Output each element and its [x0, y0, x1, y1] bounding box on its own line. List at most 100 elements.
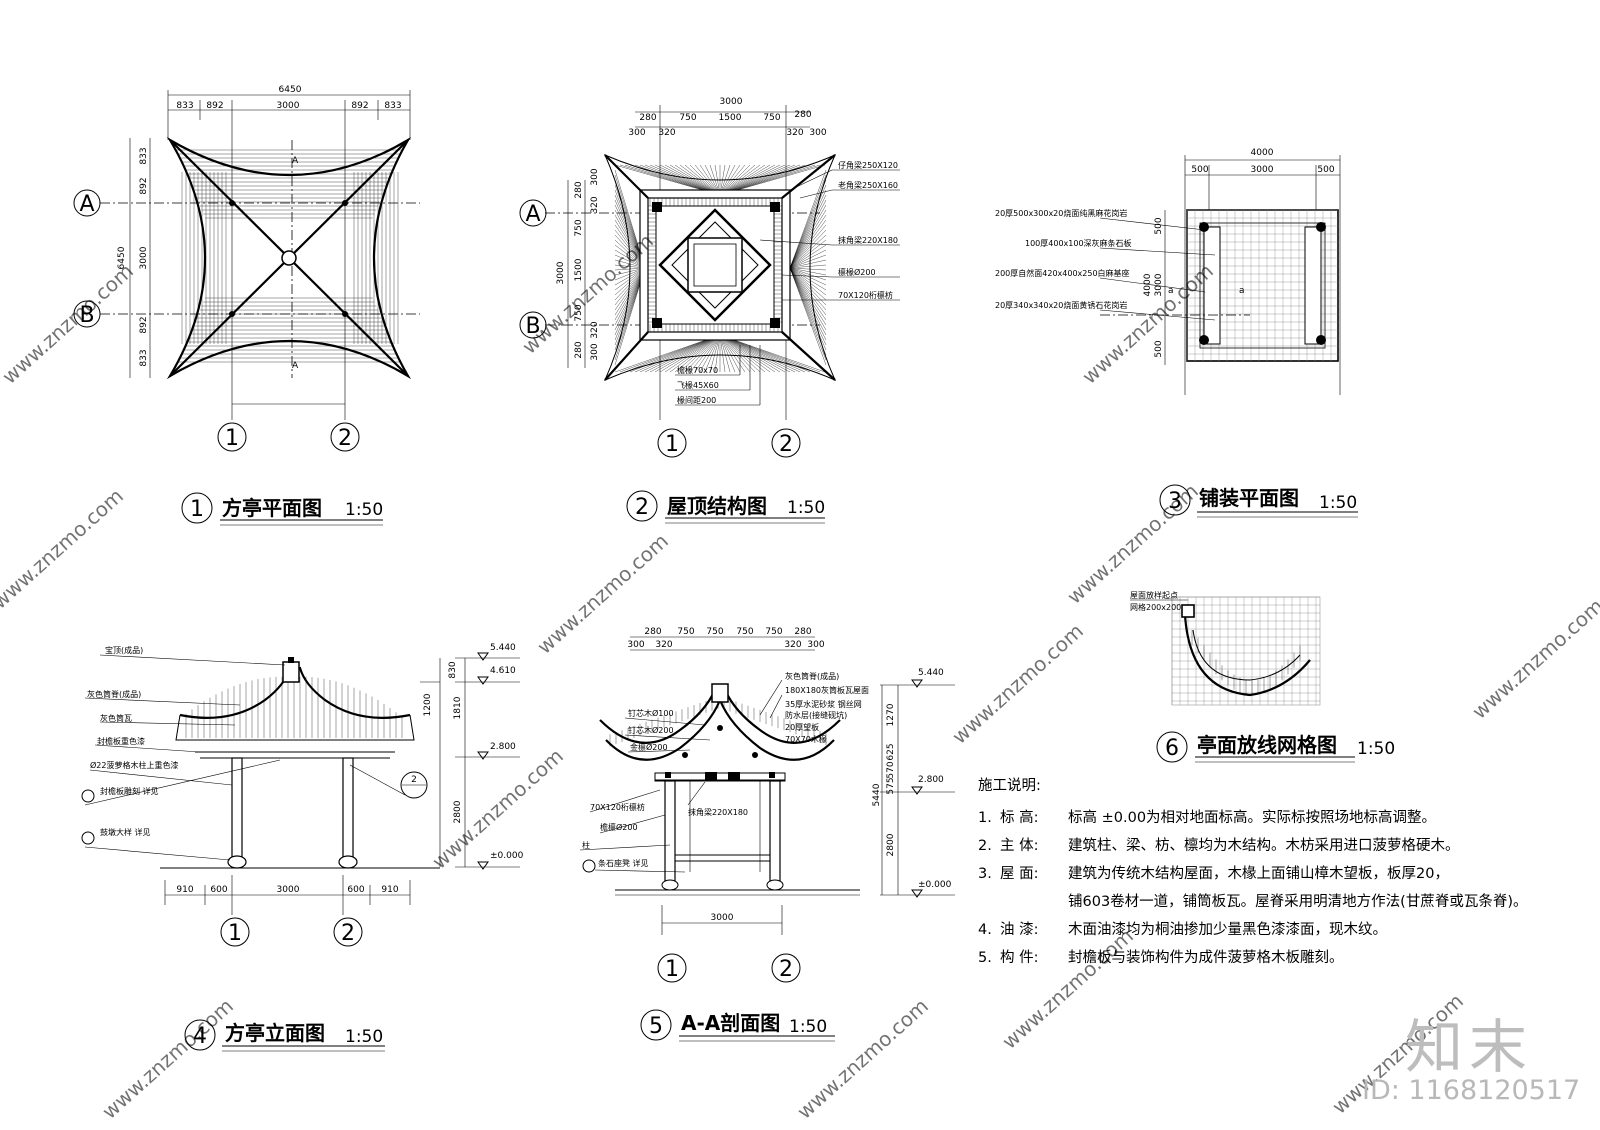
- caption-title: 方亭立面图: [225, 1021, 325, 1045]
- watermark-text: www.znzmo.com: [0, 484, 128, 614]
- svg-text:标 高:: 标 高:: [1000, 809, 1039, 826]
- svg-text:2: 2: [779, 432, 793, 457]
- section-mark: A: [292, 361, 299, 371]
- callout-label: 封檐板雕刻 详见: [100, 786, 159, 796]
- dim-text: 750: [574, 304, 584, 321]
- caption-number: 3: [1168, 489, 1182, 514]
- dim-text: 300: [627, 640, 644, 650]
- svg-text:2: 2: [338, 426, 352, 451]
- dim-text: 833: [384, 101, 401, 111]
- axis-bubble-b: B: [519, 311, 547, 339]
- svg-text:建筑柱、梁、枋、檩均为木结构。木枋采用进口菠萝格硬木。: 建筑柱、梁、枋、檩均为木结构。木枋采用进口菠萝格硬木。: [1068, 836, 1460, 854]
- dim-text: 892: [351, 101, 368, 111]
- dim-text: 575: [886, 777, 896, 794]
- dim-text: 4000: [1251, 148, 1274, 158]
- svg-text:铺603卷材一道，铺筒板瓦。屋脊采用明清地方作法(甘蔗脊或瓦: 铺603卷材一道，铺筒板瓦。屋脊采用明清地方作法(甘蔗脊或瓦条脊)。: [1068, 892, 1528, 910]
- dim-text: 300: [628, 128, 645, 138]
- drawing-6-grid: 屋面放样起点 网格200x200 6 亭面放线网格图 1:50: [1130, 590, 1395, 763]
- dim-text: 280: [574, 341, 584, 358]
- level-marks: 5.440 4.610 2.800 ±0.000: [477, 643, 524, 870]
- callout-label: 70X70木椽: [785, 734, 827, 744]
- svg-text:B: B: [79, 303, 94, 328]
- svg-text:B: B: [525, 314, 540, 339]
- svg-text:2: 2: [341, 921, 355, 946]
- callout-label: 仔角梁250X120: [838, 160, 898, 170]
- watermark-text: www.znzmo.com: [1062, 479, 1203, 609]
- callout-label: 灰色筒脊(成品): [785, 671, 839, 681]
- dim-text: 320: [784, 640, 801, 650]
- caption-title: A-A剖面图: [681, 1011, 780, 1035]
- roof-hatch: [614, 164, 827, 373]
- watermark-text: www.znzmo.com: [97, 994, 238, 1124]
- svg-text:标高 ±0.00为相对地面标高。实际标按照场地标高调整。: 标高 ±0.00为相对地面标高。实际标按照场地标高调整。: [1068, 809, 1436, 826]
- dim-text: 3000: [711, 913, 734, 923]
- drawing-2-roof-structure: 3000 280 750 1500 750 280 300 320 320 30…: [519, 97, 900, 524]
- dim-text: 750: [679, 113, 696, 123]
- svg-text:2: 2: [411, 775, 417, 785]
- svg-text:A: A: [525, 202, 540, 227]
- watermark-text: www.znzmo.com: [532, 529, 673, 659]
- dim-text: 500: [1154, 217, 1164, 234]
- axis-bubble-2: 2: [771, 428, 801, 458]
- caption-1: 1 方亭平面图 1:50: [181, 492, 383, 526]
- axis-bubble-1: 1: [217, 422, 247, 452]
- dim-text: 833: [139, 147, 149, 164]
- callout-label: 灰色筒瓦: [100, 713, 132, 723]
- svg-text:1: 1: [225, 426, 239, 451]
- callout-label: 老角梁250X160: [838, 180, 898, 190]
- svg-text:4.: 4.: [978, 922, 992, 938]
- notes-item: 5. 构 件: 封檐板与装饰构件为成件菠萝格木板雕刻。: [978, 948, 1344, 966]
- dim-text: 892: [139, 177, 149, 194]
- callout-label: 20厚望板: [785, 722, 819, 732]
- dim-text: 300: [809, 128, 826, 138]
- dim-text: 280: [574, 181, 584, 198]
- notes-item: 铺603卷材一道，铺筒板瓦。屋脊采用明清地方作法(甘蔗脊或瓦条脊)。: [1068, 892, 1528, 910]
- dim-text: 320: [590, 196, 600, 213]
- dim-text: 1810: [453, 696, 463, 719]
- caption-5: 5 A-A剖面图 1:50: [640, 1009, 835, 1042]
- svg-text:5.440: 5.440: [490, 643, 516, 653]
- drawing-3-paving-plan: 4000 500 3000 500 500 3000 500 4000 a a …: [995, 148, 1358, 518]
- axis-bubble-1: 1: [657, 428, 687, 458]
- notes-item: 3. 屋 面: 建筑为传统木结构屋面，木椽上面铺山樟木望板，板厚20，: [978, 864, 1449, 882]
- caption-scale: 1:50: [345, 500, 383, 520]
- callout-label: 条石座凳 详见: [598, 858, 649, 868]
- dim-text: 1500: [719, 113, 742, 123]
- dim-text: 3000: [139, 246, 149, 269]
- axis-bubble-2: 2: [330, 422, 360, 452]
- callout-label: 20厚340x340x20烧面黄锈石花岗岩: [995, 300, 1127, 310]
- dim-text: 750: [736, 627, 753, 637]
- caption-4: 4 方亭立面图 1:50: [184, 1019, 385, 1052]
- dim-text: 4000: [1143, 273, 1153, 296]
- dim-text: 910: [176, 885, 193, 895]
- caption-3: 3 铺装平面图 1:50: [1159, 484, 1358, 518]
- caption-number: 5: [649, 1014, 663, 1039]
- svg-text:屋 面:: 屋 面:: [1000, 866, 1039, 882]
- svg-text:2.: 2.: [978, 838, 992, 854]
- callout-label: 钉芯木Ø200: [628, 725, 674, 735]
- watermark-text: www.znzmo.com: [1467, 594, 1600, 724]
- detail-ref-bubble: 2: [400, 771, 428, 799]
- caption-number: 6: [1165, 736, 1179, 761]
- svg-text:油 漆:: 油 漆:: [1000, 921, 1039, 938]
- drawing-4-elevation: 5.440 4.610 2.800 ±0.000 830 1200 1810 2…: [81, 643, 524, 1052]
- dim-text: 625: [886, 743, 896, 760]
- svg-text:1: 1: [665, 957, 679, 982]
- level-marks: 5.440 2.800 ±0.000: [911, 668, 952, 898]
- watermark-text: www.znzmo.com: [997, 924, 1138, 1054]
- svg-text:2: 2: [779, 957, 793, 982]
- caption-title: 屋顶结构图: [667, 494, 767, 518]
- caption-2: 2 屋顶结构图 1:50: [626, 490, 825, 524]
- notes-item: 4. 油 漆: 木面油漆均为桐油掺加少量黑色漆漆面，现木纹。: [978, 921, 1387, 938]
- callout-label: 抹角梁220X180: [688, 807, 748, 817]
- drawing-1-plan: 6450 833 892 3000 892 833 6450 833 892 3…: [73, 85, 420, 526]
- caption-number: 1: [190, 497, 204, 522]
- svg-text:2.800: 2.800: [490, 742, 516, 752]
- callout-label: 70X120桁檩枋: [590, 802, 645, 812]
- caption-number: 2: [635, 495, 649, 520]
- callout-label: 檩椽Ø200: [838, 267, 876, 277]
- roof-hatch: [176, 149, 402, 363]
- dim-text: 6450: [117, 246, 127, 269]
- axis-bubble-2: 2: [333, 917, 363, 947]
- brand-id: ID: 1168120517: [1362, 1075, 1581, 1106]
